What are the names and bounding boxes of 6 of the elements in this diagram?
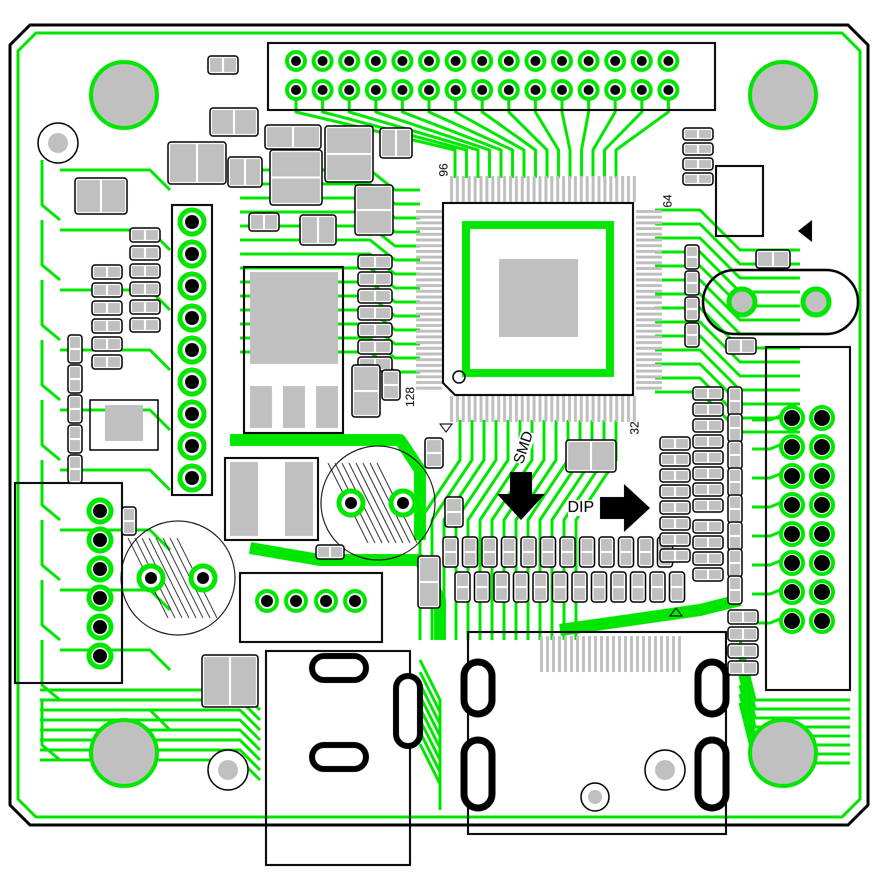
silkscreen-label: 96 xyxy=(437,163,450,177)
silkscreen-label: DIP xyxy=(568,500,594,516)
silkscreen-label: 64 xyxy=(661,194,674,208)
silkscreen-label: SMD xyxy=(510,428,536,466)
silkscreen-label: 32 xyxy=(628,421,640,435)
silkscreen-label: 128 xyxy=(404,386,416,408)
